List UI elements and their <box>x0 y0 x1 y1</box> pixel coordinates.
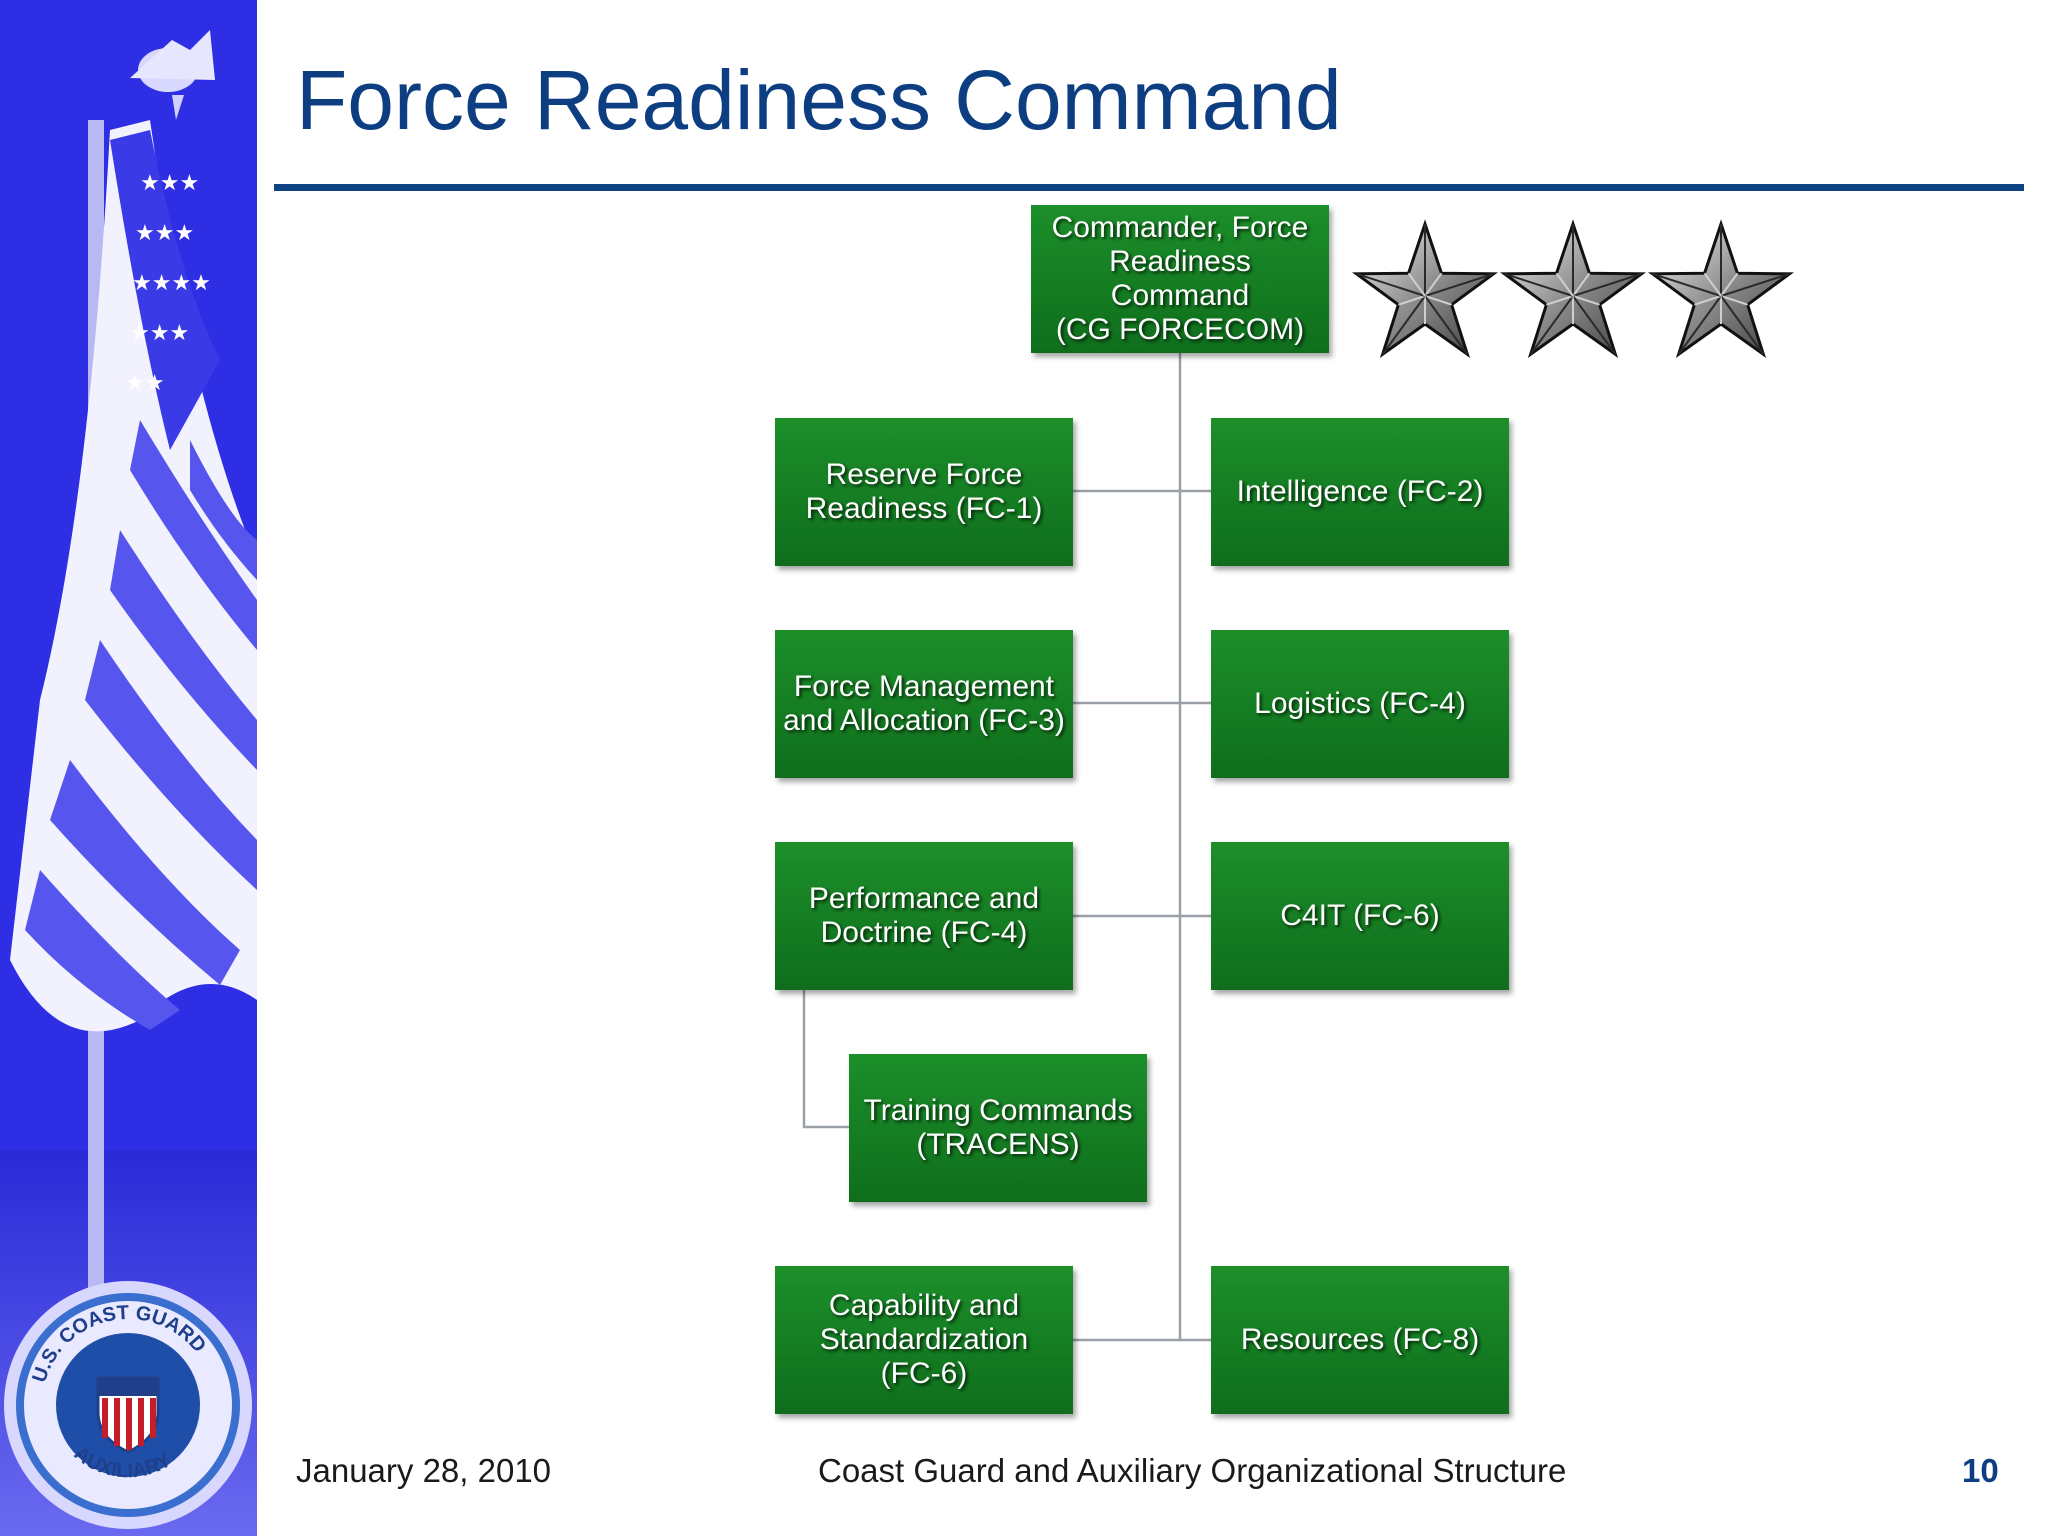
rank-star-facet <box>1694 295 1722 306</box>
org-box-label: Logistics (FC-4) <box>1254 687 1466 720</box>
org-box-commander: Commander, Force Readiness Command (CG F… <box>1031 205 1329 353</box>
rank-star-facet <box>1572 272 1642 297</box>
page-title: Force Readiness Command <box>296 53 1342 147</box>
svg-text:★★★: ★★★ <box>130 321 189 346</box>
rank-star-facet <box>1529 295 1574 355</box>
rank-star-facet <box>1720 295 1748 306</box>
rank-star-facet <box>1555 272 1574 297</box>
org-box-label: Capability and Standardization (FC-6) <box>819 1289 1029 1390</box>
rank-star-facet <box>1424 295 1469 355</box>
org-box-fc6-capability: Capability and Standardization (FC-6) <box>775 1266 1073 1414</box>
org-box-fc8: Resources (FC-8) <box>1211 1266 1509 1414</box>
rank-star-facet <box>1572 272 1591 297</box>
svg-text:★★★: ★★★ <box>140 171 199 196</box>
footer-date: January 28, 2010 <box>296 1452 552 1489</box>
org-box-label: Commander, Force Readiness Command (CG F… <box>1051 211 1309 346</box>
rank-star-facet <box>1424 272 1494 297</box>
rank-star-facet <box>1572 295 1617 355</box>
org-box-fc1: Reserve Force Readiness (FC-1) <box>775 418 1073 566</box>
org-box-label: Intelligence (FC-2) <box>1236 475 1484 508</box>
org-box-fc3: Force Management and Allocation (FC-3) <box>775 630 1073 778</box>
svg-text:★★: ★★ <box>125 371 164 396</box>
rank-star-facet <box>1677 295 1722 355</box>
rank-star-facet <box>1652 272 1722 297</box>
rank-star-facet <box>1703 272 1722 297</box>
flag-stripes <box>10 120 257 1032</box>
org-box-label: Resources (FC-8) <box>1240 1323 1480 1356</box>
org-box-label: Performance and Doctrine (FC-4) <box>808 882 1040 949</box>
footer-title: Coast Guard and Auxiliary Organizational… <box>818 1452 1567 1489</box>
coast-guard-auxiliary-seal: U.S. COAST GUARD AUXILIARY <box>4 1281 252 1529</box>
page-number: 10 <box>1962 1452 1999 1489</box>
rank-star-facet <box>1407 272 1426 297</box>
org-box-fc4-performance: Performance and Doctrine (FC-4) <box>775 842 1073 990</box>
title-divider <box>274 184 2024 191</box>
rank-star-facet <box>1720 272 1739 297</box>
org-box-label: Reserve Force Readiness (FC-1) <box>805 458 1043 525</box>
org-box-label: Force Management and Allocation (FC-3) <box>783 670 1065 737</box>
sidebar-flag-panel: ★★★ ★★★ ★★★★ ★★★ ★★ U.S. COAST <box>0 0 257 1536</box>
flag-canton: ★★★ ★★★ ★★★★ ★★★ ★★ <box>110 130 220 450</box>
rank-star-facet <box>1381 295 1426 355</box>
org-box-fc4-logistics: Logistics (FC-4) <box>1211 630 1509 778</box>
org-box-fc2: Intelligence (FC-2) <box>1211 418 1509 566</box>
svg-text:★★★: ★★★ <box>135 221 194 246</box>
org-box-label: C4IT (FC-6) <box>1280 899 1440 932</box>
org-box-fc6-c4it: C4IT (FC-6) <box>1211 842 1509 990</box>
org-box-tracens: Training Commands (TRACENS) <box>849 1054 1147 1202</box>
rank-star-facet <box>1424 295 1452 306</box>
rank-star-facet <box>1572 295 1600 306</box>
rank-star-facet <box>1720 272 1790 297</box>
rank-stars <box>1351 219 1795 359</box>
rank-star-facet <box>1720 295 1765 355</box>
flag-illustration: ★★★ ★★★ ★★★★ ★★★ ★★ U.S. COAST <box>0 0 257 1536</box>
rank-star-facet <box>1504 272 1574 297</box>
rank-star-facet <box>1398 295 1426 306</box>
svg-text:★★★★: ★★★★ <box>132 271 211 296</box>
rank-star-facet <box>1424 272 1443 297</box>
rank-star-facet <box>1356 272 1426 297</box>
org-box-label: Training Commands (TRACENS) <box>863 1094 1133 1161</box>
rank-star-facet <box>1546 295 1574 306</box>
eagle-finial-icon <box>130 30 215 120</box>
